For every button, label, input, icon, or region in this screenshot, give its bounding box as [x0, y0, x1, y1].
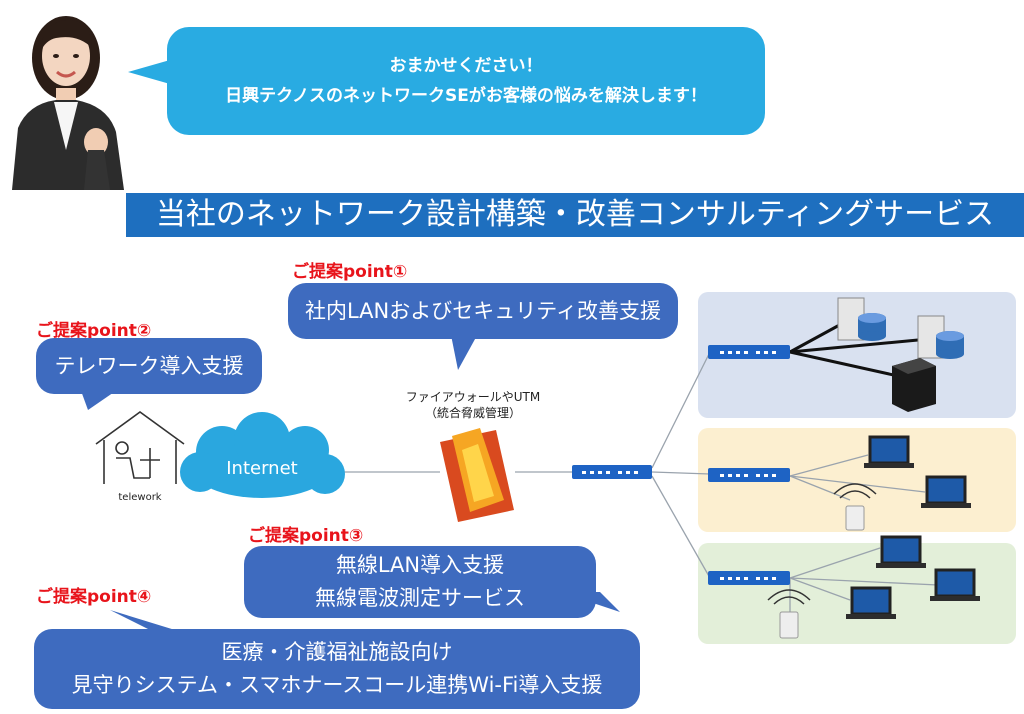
access-point-icon-2 [767, 589, 811, 639]
point-3-text-1: 無線LAN導入支援 [335, 553, 505, 577]
point-1-text: 社内LANおよびセキュリティ改善支援 [305, 298, 661, 323]
person-illustration [0, 0, 130, 190]
firewall-icon [440, 428, 514, 522]
laptop-icon-4 [930, 568, 980, 601]
point-4-text-1: 医療・介護福祉施設向け [221, 640, 453, 664]
laptop-icon-5 [846, 586, 896, 619]
point-1-callout: 社内LANおよびセキュリティ改善支援 [288, 283, 678, 339]
server-icon-1 [837, 297, 886, 341]
firewall-label-1: ファイアウォールやUTM [405, 390, 541, 404]
point-3-label: ご提案point③ [248, 526, 364, 546]
server-tower-icon [892, 358, 936, 412]
point-2-label: ご提案point② [36, 321, 152, 341]
point-4-label: ご提案point④ [36, 587, 152, 607]
speech-line-2: 日興テクノスのネットワークSEがお客様の悩みを解決します！ [225, 86, 707, 106]
banner-title: 当社のネットワーク設計構築・改善コンサルティングサービス [155, 197, 995, 232]
point-4-callout: 医療・介護福祉施設向け 見守りシステム・スマホナースコール連携Wi-Fi導入支援 [34, 629, 640, 709]
speech-line-1: おまかせください！ [389, 56, 543, 76]
office-switch-icon [708, 468, 790, 482]
telework-house-icon [95, 411, 185, 484]
point-1-label: ご提案point① [292, 262, 408, 282]
server-icon-2 [917, 315, 964, 359]
core-switch-icon [572, 465, 652, 479]
point-2-text: テレワーク導入支援 [54, 353, 244, 378]
point-4-text-2: 見守りシステム・スマホナースコール連携Wi-Fi導入支援 [71, 673, 603, 697]
wifi-switch-icon [708, 571, 790, 585]
point-3-callout: 無線LAN導入支援 無線電波測定サービス [244, 546, 596, 618]
speech-bubble: おまかせください！ 日興テクノスのネットワークSEがお客様の悩みを解決します！ [167, 27, 765, 135]
service-banner: 当社のネットワーク設計構築・改善コンサルティングサービス [126, 193, 1024, 237]
access-point-icon-1 [833, 483, 877, 531]
internet-label: Internet [226, 458, 298, 479]
laptop-icon-2 [921, 475, 971, 508]
telework-label: telework [118, 492, 162, 503]
laptop-icon-3 [876, 535, 926, 568]
laptop-icon-1 [864, 435, 914, 468]
firewall-label-2: （統合脅威管理） [424, 406, 521, 420]
point-2-callout: テレワーク導入支援 [36, 338, 262, 394]
internet-cloud-icon [180, 412, 345, 498]
server-switch-icon [708, 345, 790, 359]
point-3-text-2: 無線電波測定サービス [315, 586, 525, 610]
